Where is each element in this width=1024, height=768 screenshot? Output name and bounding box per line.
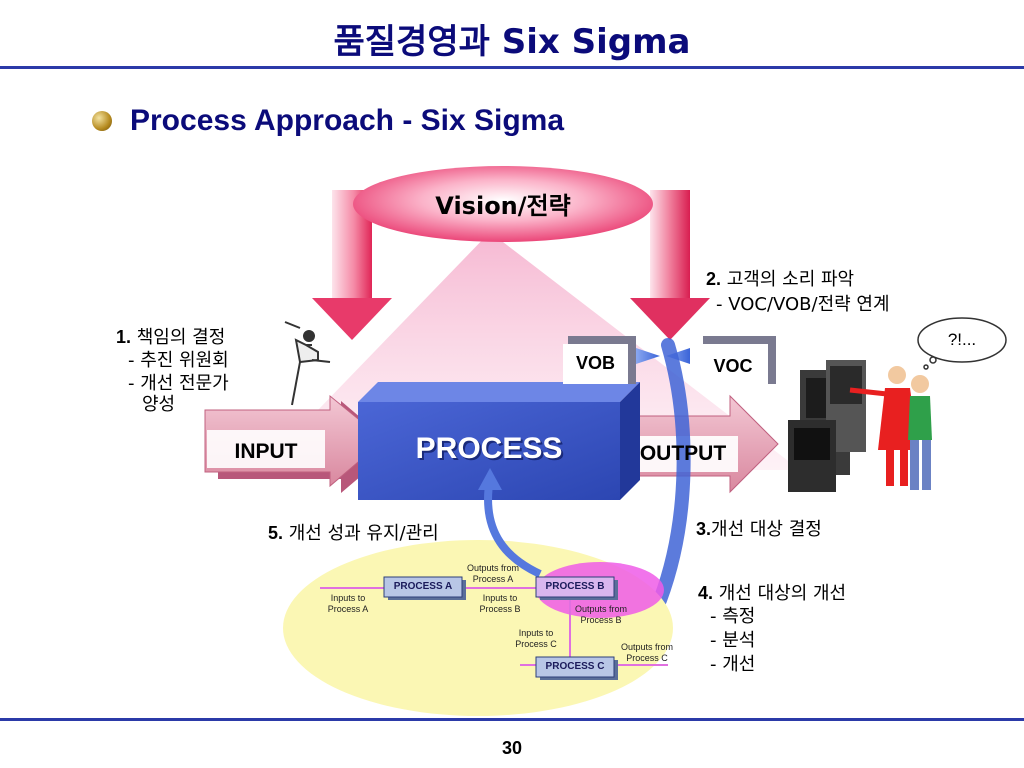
speech-text: ?!...	[947, 330, 977, 349]
step3-title: 3.개선 대상 결정	[696, 518, 822, 541]
step2-title-text: 고객의 소리 파악	[726, 269, 855, 290]
step1-line-1: - 추진 위원회	[128, 350, 229, 371]
sustain-arrow-head	[478, 468, 502, 490]
step1-number: 1.	[116, 327, 132, 347]
process-c-label: PROCESS C	[545, 661, 605, 672]
process-b-box	[535, 576, 618, 600]
process-c-box	[535, 656, 618, 680]
step4-number: 4.	[698, 583, 714, 603]
speech-cloud-icon	[917, 317, 1007, 370]
process-b-label: PROCESS B	[545, 581, 605, 592]
page-number: 30	[501, 738, 523, 758]
vob-arrow	[636, 348, 660, 364]
step2-title: 2. 고객의 소리 파악	[706, 268, 854, 291]
output-label: OUTPUT	[639, 442, 727, 465]
voc-box	[698, 336, 776, 384]
vob-label: VOB	[575, 353, 615, 373]
feedback-curve-arrow	[653, 338, 691, 607]
step5-title: 5. 개선 성과 유지/관리	[268, 522, 439, 545]
vision-ellipse	[353, 166, 653, 242]
step4-title: 4. 개선 대상의 개선	[698, 582, 846, 605]
customers-people-icon	[849, 366, 932, 490]
step1-line-3: 양성	[142, 394, 176, 415]
step4-line-3: - 개선	[710, 654, 756, 675]
karate-figure-icon	[284, 321, 331, 406]
sustain-curve-arrow	[484, 477, 542, 578]
vision-label: Vision/전략	[435, 192, 571, 220]
process-a-box	[383, 576, 466, 600]
step5-number: 5.	[268, 523, 284, 543]
step1-line-2: - 개선 전문가	[128, 373, 229, 394]
step2-number: 2.	[706, 269, 722, 289]
process-label: PROCESS	[415, 432, 563, 465]
input-arrow	[204, 394, 395, 493]
bullet-icon	[92, 111, 112, 131]
step3-title-text: 개선 대상 결정	[711, 519, 822, 540]
vob-box	[563, 336, 636, 384]
top-rule	[0, 66, 1024, 69]
server-computers-icon	[788, 360, 866, 492]
slide-subtitle: Process Approach - Six Sigma	[130, 104, 565, 137]
step2-line-1: - VOC/VOB/전략 연계	[716, 294, 890, 315]
step3-number: 3.	[696, 519, 712, 539]
vision-down-arrow-right	[630, 190, 710, 340]
step1-title-text: 책임의 결정	[136, 327, 226, 348]
input-label: INPUT	[234, 440, 298, 463]
process-a-label: PROCESS A	[393, 581, 453, 592]
sub-flow-lines	[320, 587, 668, 666]
step4-title-text: 개선 대상의 개선	[718, 583, 847, 604]
step1-title: 1. 책임의 결정	[116, 326, 225, 349]
voc-label: VOC	[713, 356, 753, 376]
step4-line-2: - 분석	[710, 630, 756, 651]
slide-title: 품질경영과 Six Sigma	[333, 22, 691, 62]
bottom-rule	[0, 718, 1024, 721]
step5-title-text: 개선 성과 유지/관리	[288, 523, 439, 544]
step4-line-1: - 측정	[710, 606, 756, 627]
